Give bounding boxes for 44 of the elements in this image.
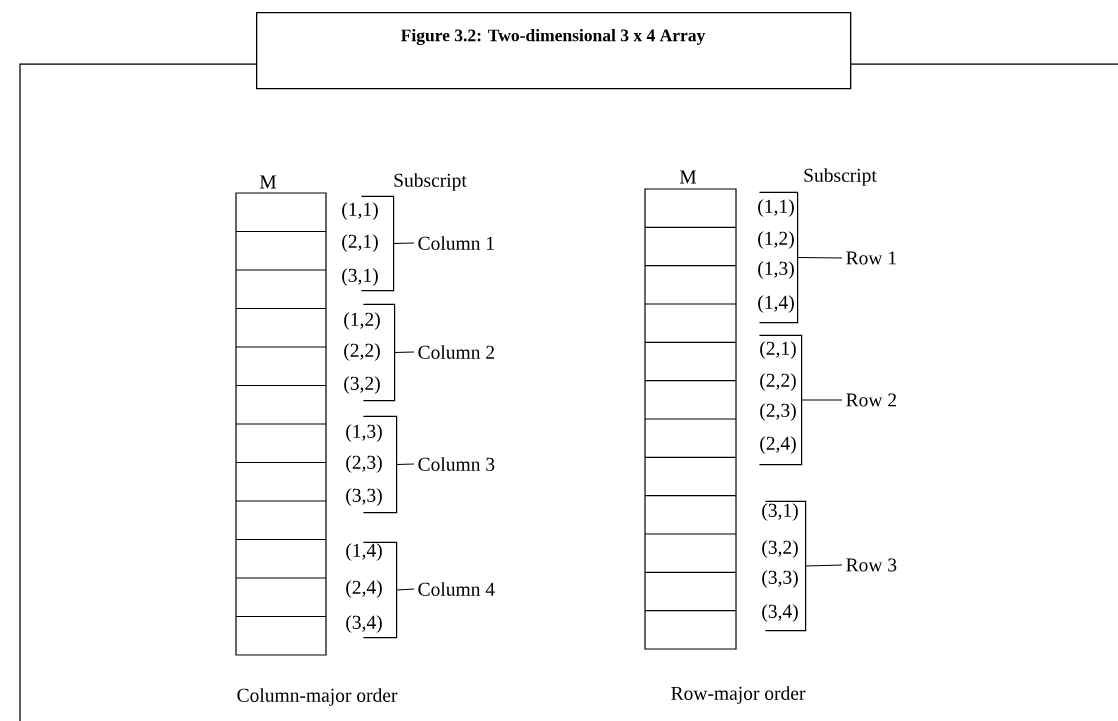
label: (1,2) <box>758 231 794 249</box>
group-label: Row 2 <box>846 393 896 407</box>
group-label: Column 2 <box>418 345 494 359</box>
group-label: Column 3 <box>418 457 495 471</box>
title: Figure 3.2: Two-dimensional 3 x 4 Array <box>401 29 706 45</box>
label: (2,1) <box>342 234 378 252</box>
label: M <box>679 170 697 184</box>
group-label: Row 3 <box>846 558 897 572</box>
label: M <box>259 175 277 189</box>
label: (2,3) <box>760 403 796 421</box>
label: (3,2) <box>344 376 380 394</box>
label: (3,2) <box>762 540 798 558</box>
bracket <box>758 191 799 324</box>
label: (2,4) <box>760 436 796 454</box>
label: (2,4) <box>346 580 382 598</box>
leader-line <box>393 242 415 245</box>
leader-line <box>801 399 843 401</box>
bracket <box>758 334 803 466</box>
group-label: Row 1 <box>846 251 896 265</box>
label: (3,4) <box>762 604 798 622</box>
label: (3,1) <box>762 503 798 521</box>
label: (3,3) <box>762 570 798 588</box>
leader-line <box>797 256 843 259</box>
group-label: Column 4 <box>418 582 495 596</box>
label: (2,2) <box>760 373 796 391</box>
bracket <box>764 500 807 632</box>
leader-line <box>394 351 415 354</box>
label: (2,3) <box>346 455 382 473</box>
label: (1,1) <box>342 202 378 220</box>
label: (1,1) <box>758 199 794 217</box>
label: (2,2) <box>344 343 380 361</box>
label: (2,1) <box>760 341 796 359</box>
label: (3,1) <box>342 268 378 286</box>
leader-line <box>805 564 843 567</box>
leader-line <box>396 463 415 466</box>
group-label: Column 1 <box>418 236 494 250</box>
label: (1,3) <box>346 424 382 442</box>
label: (1,4) <box>346 543 382 561</box>
label: (3,3) <box>346 488 382 506</box>
leader-line <box>396 588 415 591</box>
label: (1,3) <box>758 261 794 279</box>
label: (1,2) <box>344 312 380 330</box>
label: (1,4) <box>758 295 794 313</box>
label: (3,4) <box>346 615 382 633</box>
